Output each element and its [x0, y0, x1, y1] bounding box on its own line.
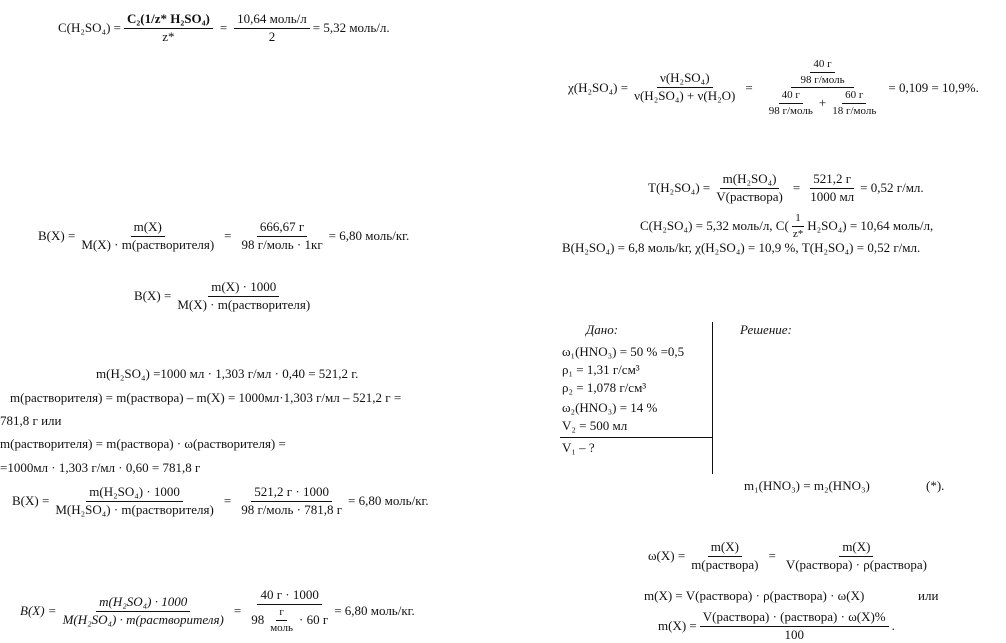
equation-titer: T(H₂SO₄) = m(H₂SO₄) V(раствора) = 521,2 … [648, 171, 924, 204]
equation-molality-2: B(X) = m(X) · 1000 M(X) · m(растворителя… [134, 279, 316, 313]
calc-line-5: =1000мл · 1,303 г/мл · 0,60 = 781,8 г [0, 460, 201, 475]
fraction: 521,2 г · 1000 98 г/моль · 781,8 г [241, 484, 343, 517]
summary-line-2: B(H₂SO₄) = 6,8 моль/kг, χ(H₂SO₄) = 10,9 … [562, 240, 921, 255]
equation-molality-4: B(X) = m(H₂SO₄) · 1000 M(H₂SO₄) · m(раст… [20, 587, 415, 634]
fraction: m(H₂SO₄) V(раствора) [716, 171, 783, 204]
given-item: ω₂(HNO₃) = 14 % [562, 400, 658, 415]
equation-tag: (*). [926, 478, 945, 493]
given-find: V₁ – ? [562, 440, 595, 455]
calc-line-1: m(H₂SO₄) =1000 мл · 1,303 г/мл · 0,40 = … [96, 366, 359, 381]
equation-mass-expression: m(X) = V(раствора) · ρ(раствора) · ω(X) [644, 588, 865, 603]
given-divider-vertical [712, 322, 713, 474]
given-item: ω₁(HNO₃) = 50 % =0,5 [562, 344, 685, 359]
word-or: или [918, 588, 939, 603]
equation-molality-3: B(X) = m(H₂SO₄) · 1000 M(H₂SO₄) · m(раст… [12, 484, 429, 517]
eq-lhs: C(H₂SO₄) = [58, 20, 121, 36]
calc-line-2: m(растворителя) = m(раствора) – m(X) = 1… [10, 390, 402, 405]
fraction: 521,2 г 1000 мл [810, 171, 855, 204]
equation-molarity: C(H₂SO₄) = C₂(1/z* H₂SO₄) z* = 10,64 мол… [58, 11, 390, 45]
fraction: ν(H₂SO₄) ν(H₂SO₄) + ν(H₂O) [634, 70, 736, 104]
given-divider-horizontal [560, 437, 713, 438]
equation-molality-1: B(X) = m(X) M(X) · m(растворителя) = 666… [38, 219, 410, 252]
given-item: ρ₁ = 1,31 г/см³ [562, 362, 640, 377]
fraction: m(H₂SO₄) · 1000 M(H₂SO₄) · m(растворител… [55, 484, 214, 517]
calc-line-4: m(растворителя) = m(раствора) · ω(раство… [0, 436, 286, 451]
given-item: V₂ = 500 мл [562, 418, 628, 433]
fraction: m(X) M(X) · m(растворителя) [81, 219, 215, 252]
equation-mass-equality: m₁(HNO₃) = m₂(HNO₃) [744, 478, 870, 493]
given-item: ρ₂ = 1,078 г/см³ [562, 380, 647, 395]
fraction: 666,67 г 98 г/моль · 1кг [241, 219, 323, 252]
fraction: 10,64 моль/л 2 [234, 11, 310, 45]
equation-mass-percent: m(X) = V(раствора) · (раствора) · ω(X)% … [658, 609, 895, 643]
given-title: Дано: [586, 322, 619, 337]
fraction: m(X) m(раствора) [691, 539, 759, 572]
fraction: m(X) · 1000 M(X) · m(растворителя) [177, 279, 311, 312]
fraction: 40 г · 1000 98 г моль · 60 г [251, 587, 329, 634]
fraction: m(X) V(раствора) · ρ(раствора) [785, 539, 927, 572]
equation-mole-fraction: χ(H₂SO₄) = ν(H₂SO₄) ν(H₂SO₄) + ν(H₂O) = … [568, 58, 979, 117]
fraction: V(раствора) · (раствора) · ω(X)% 100 [699, 609, 889, 643]
summary-line-1: C(H₂SO₄) = 5,32 моль/л, C( 1 z* H₂SO₄) =… [640, 212, 934, 240]
fraction: C₂(1/z* H₂SO₄) z* [123, 11, 213, 45]
compound-fraction: 40 г 98 г/моль 40 г 98 г/моль + 60 г 18 … [768, 58, 877, 117]
calc-line-3: 781,8 г или [0, 413, 62, 428]
solution-title: Решение: [740, 322, 792, 337]
equation-mass-fraction: ω(X) = m(X) m(раствора) = m(X) V(раствор… [648, 539, 933, 573]
fraction: m(H₂SO₄) · 1000 M(H₂SO₄) · m(растворител… [62, 593, 224, 627]
